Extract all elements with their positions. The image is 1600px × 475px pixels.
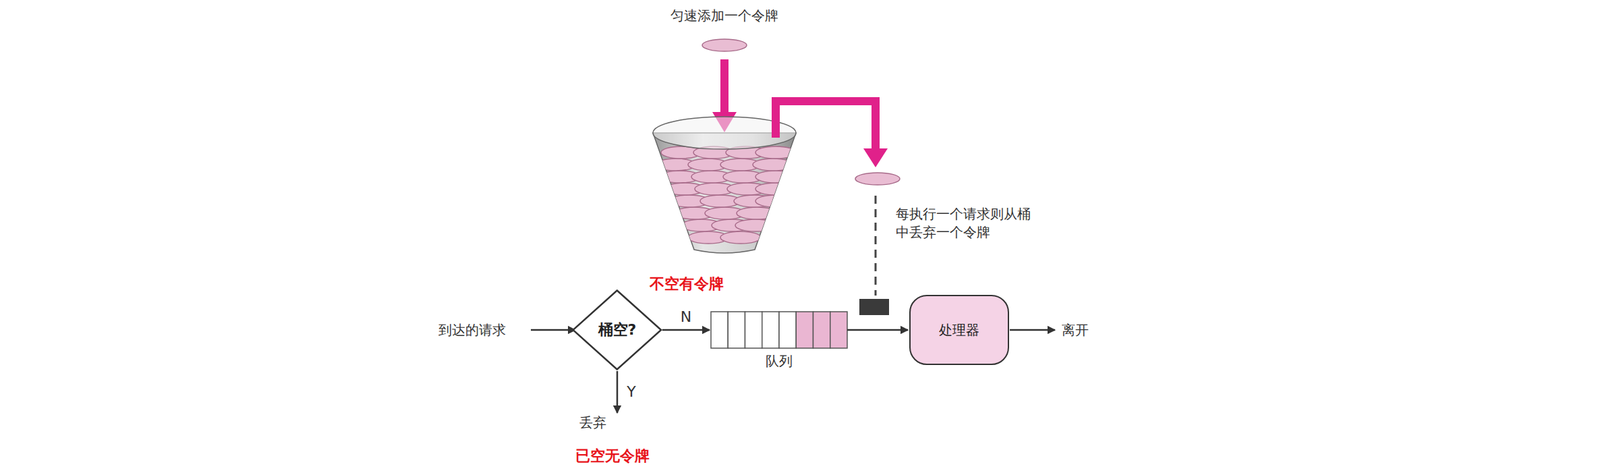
condition-note: 已空无令牌 — [575, 445, 650, 467]
queue-cell — [779, 311, 796, 349]
token — [755, 182, 796, 195]
token — [752, 158, 794, 171]
input-label: 到达的请求 — [438, 321, 506, 340]
queue-box: 队列 — [710, 311, 848, 349]
arrival-arrow — [530, 329, 576, 332]
queue-cell — [745, 311, 763, 349]
add-arrow-shaft — [720, 59, 729, 114]
output-label: 离开 — [1061, 321, 1089, 340]
flow-arrow — [847, 329, 908, 332]
diamond-shape — [573, 290, 662, 370]
token — [755, 146, 796, 159]
token — [720, 231, 761, 244]
token — [855, 172, 900, 185]
token — [755, 194, 796, 208]
token — [736, 207, 778, 220]
condition-note: 不空有令牌 — [649, 273, 724, 295]
rate-note: 匀速添加一个令牌 — [670, 6, 779, 25]
branch-letter: N — [679, 308, 693, 326]
node-text: 队列 — [765, 352, 793, 371]
decision-diamond: 桶空? — [572, 289, 663, 371]
queue-cell — [762, 311, 780, 349]
flow-arrow — [662, 329, 710, 332]
token-marker — [859, 298, 890, 316]
queue-cell — [727, 311, 745, 349]
queue-cell — [830, 311, 848, 349]
queue-cell — [710, 311, 728, 349]
token — [702, 39, 747, 52]
consume-note: 每执行一个请求则从桶 中丢弃一个令牌 — [895, 205, 1035, 242]
output-label: 丢弃 — [579, 413, 607, 432]
token — [755, 170, 796, 183]
branch-letter: Y — [626, 383, 636, 400]
dashed-leader — [874, 195, 877, 296]
process-box: 处理器 — [909, 294, 1010, 365]
discard-arrow — [616, 370, 619, 413]
leave-arrow — [1009, 329, 1055, 332]
token — [735, 219, 776, 232]
remove-arrow-head — [863, 148, 888, 168]
node-text: 处理器 — [938, 321, 980, 340]
queue-cell — [795, 311, 813, 349]
node-text: 桶空? — [598, 319, 637, 340]
remove-pipe — [775, 101, 876, 150]
queue-cell — [813, 311, 831, 349]
bucket — [652, 132, 796, 253]
